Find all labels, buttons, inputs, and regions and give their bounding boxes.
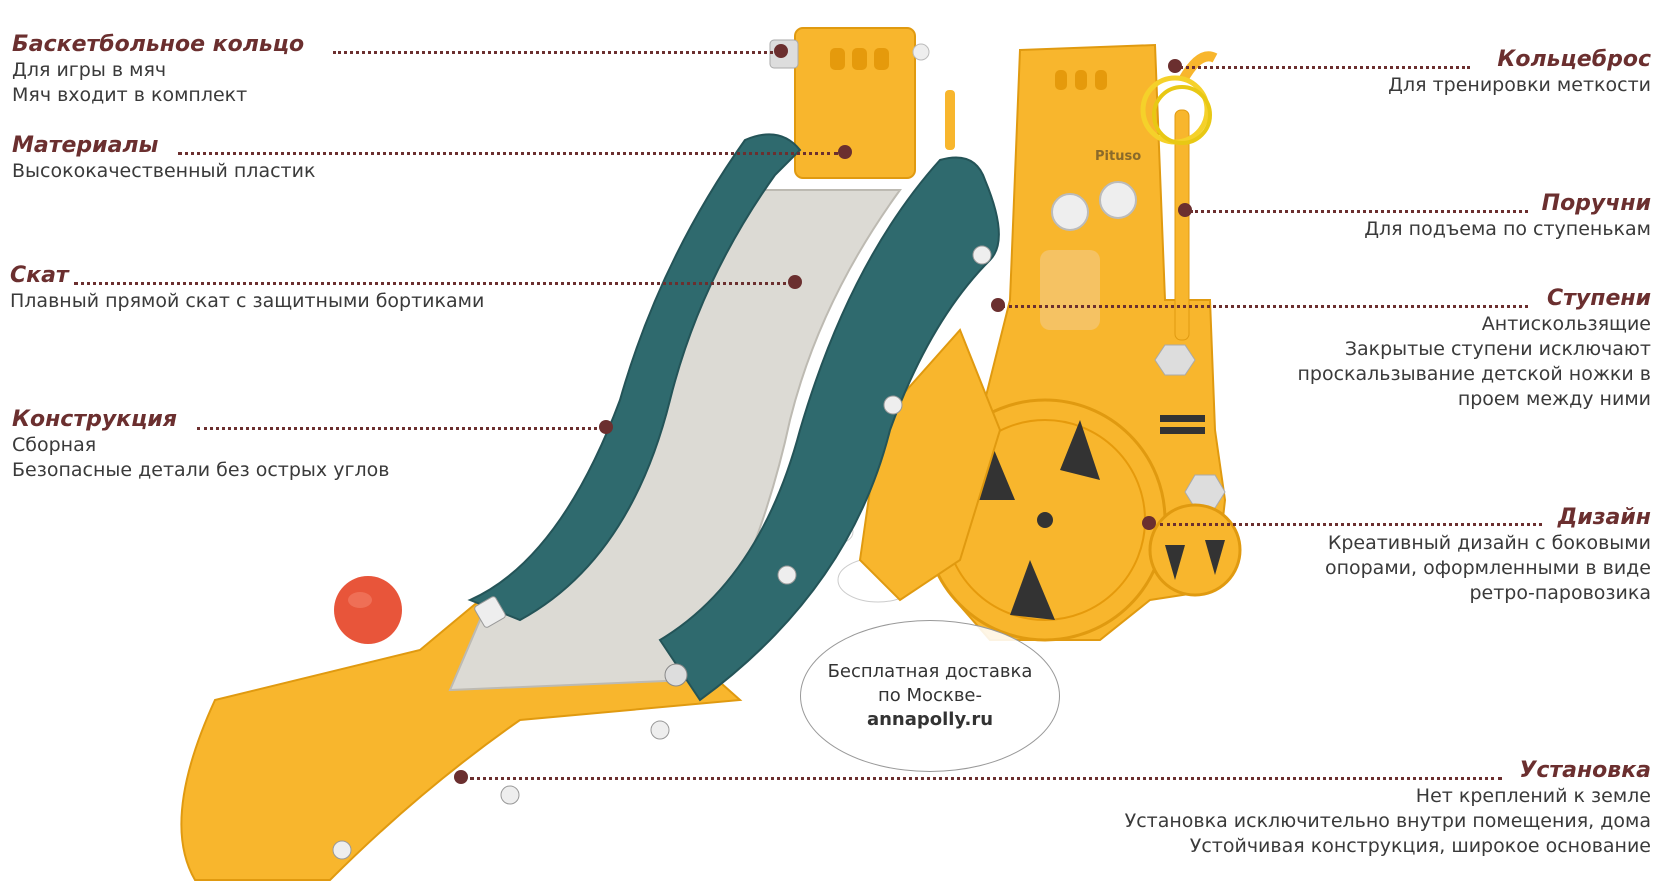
callout-line: проем между ними xyxy=(1457,388,1651,410)
callout-title: Конструкция xyxy=(12,407,177,432)
callout-line: Мяч входит в комплект xyxy=(12,84,248,106)
ring-toss xyxy=(1140,75,1212,145)
callout-line: Закрытые ступени исключают xyxy=(1344,338,1651,360)
marker-installation xyxy=(454,770,468,784)
slide xyxy=(180,133,1000,881)
delivery-line2: по Москве- xyxy=(878,685,982,706)
callout-steps: Ступени Антискользящие Закрытые ступени … xyxy=(1297,286,1651,412)
callout-title: Скат xyxy=(10,263,69,288)
callout-materials: Материалы Высококачественный пластик xyxy=(12,133,315,184)
callout-title: Дизайн xyxy=(1557,505,1651,530)
marker-ramp xyxy=(788,275,802,289)
callout-line: Креативный дизайн с боковыми xyxy=(1327,532,1651,554)
callout-title: Поручни xyxy=(1541,191,1651,216)
brand-logo: Pituso xyxy=(1095,149,1141,164)
callout-line: Высококачественный пластик xyxy=(12,160,316,182)
marker-handrails xyxy=(1178,203,1192,217)
callout-line: Плавный прямой скат с защитными бортикам… xyxy=(10,290,485,312)
marker-ringtoss xyxy=(1168,59,1182,73)
ball xyxy=(334,576,402,644)
delivery-line1: Бесплатная доставка xyxy=(827,661,1033,682)
callout-handrails: Поручни Для подъема по ступенькам xyxy=(1364,191,1651,242)
connector-design xyxy=(1160,523,1542,526)
callout-title: Ступени xyxy=(1547,286,1651,311)
callout-line: Антискользящие xyxy=(1481,313,1651,335)
connector-hoop xyxy=(333,51,773,54)
delivery-site-link[interactable]: annapolly.ru xyxy=(866,709,994,730)
callout-line: Для подъема по ступенькам xyxy=(1364,218,1651,240)
callout-line: Нет креплений к земле xyxy=(1415,785,1651,807)
callout-line: опорами, оформленными в виде xyxy=(1324,557,1651,579)
marker-hoop xyxy=(774,44,788,58)
callout-ramp: Скат Плавный прямой скат с защитными бор… xyxy=(10,263,484,314)
callout-line: проскальзывание детской ножки в xyxy=(1297,363,1651,385)
callout-line: Сборная xyxy=(12,434,97,456)
callout-ring-toss: Кольцеброс Для тренировки меткости xyxy=(1388,47,1651,98)
callout-basketball-hoop: Баскетбольное кольцо Для игры в мяч Мяч … xyxy=(12,32,304,108)
callout-line: Безопасные детали без острых углов xyxy=(12,459,390,481)
callout-line: ретро-паровозика xyxy=(1469,582,1651,604)
connector-materials xyxy=(178,152,838,155)
small-wheel xyxy=(1148,503,1242,597)
connector-handrails xyxy=(1190,210,1528,213)
callout-line: Установка исключительно внутри помещения… xyxy=(1124,810,1651,832)
callout-design: Дизайн Креативный дизайн с боковыми опор… xyxy=(1325,505,1651,606)
handrail xyxy=(1174,51,1218,341)
callout-line: Для тренировки меткости xyxy=(1388,74,1651,96)
connector-installation xyxy=(470,777,1502,780)
callout-title: Материалы xyxy=(12,133,159,158)
callout-title: Кольцеброс xyxy=(1497,47,1651,72)
connector-construction xyxy=(197,427,597,430)
marker-design xyxy=(1142,516,1156,530)
connector-ramp xyxy=(74,282,794,285)
top-tower xyxy=(769,27,955,179)
marker-steps xyxy=(991,298,1005,312)
callout-line: Для игры в мяч xyxy=(12,59,167,81)
marker-materials xyxy=(838,145,852,159)
connector-ringtoss xyxy=(1175,66,1470,69)
callout-installation: Установка Нет креплений к земле Установк… xyxy=(1125,758,1651,859)
callout-line: Устойчивая конструкция, широкое основани… xyxy=(1189,835,1651,857)
connector-steps xyxy=(1002,305,1528,308)
callout-construction: Конструкция Сборная Безопасные детали бе… xyxy=(12,407,389,483)
callout-title: Баскетбольное кольцо xyxy=(12,32,305,57)
marker-construction xyxy=(599,420,613,434)
callout-title: Установка xyxy=(1519,758,1651,783)
delivery-badge: Бесплатная доставка по Москве- annapolly… xyxy=(800,620,1060,772)
